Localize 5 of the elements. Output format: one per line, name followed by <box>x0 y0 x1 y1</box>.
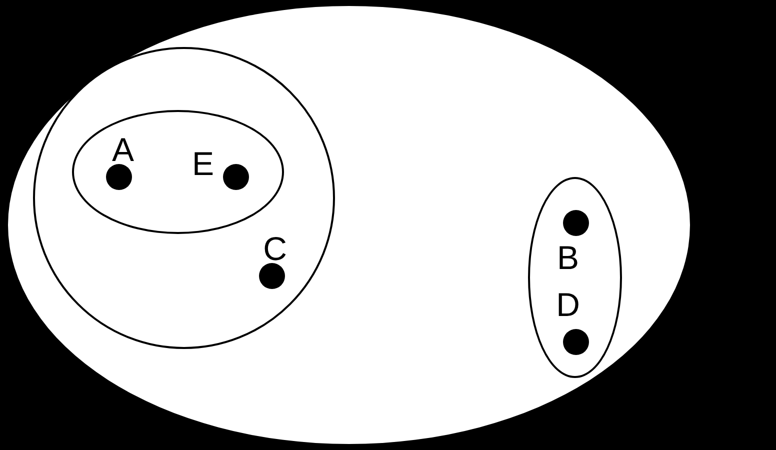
point-label: E <box>192 150 214 178</box>
point-label: A <box>112 136 134 164</box>
point-label: D <box>556 292 580 318</box>
point-label: B <box>557 244 579 272</box>
point-label: C <box>263 236 287 262</box>
